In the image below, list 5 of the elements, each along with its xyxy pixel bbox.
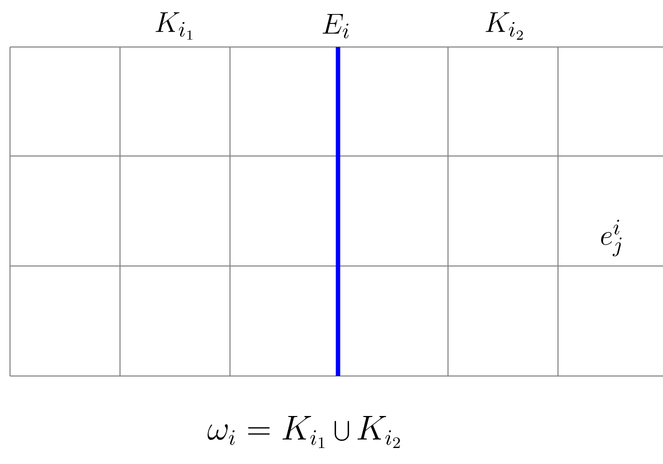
caption-formula: $\omega_i = K_{i_1} \bigcup K_{i_2}$ <box>208 416 400 448</box>
math-label: $K_{i_1}$ <box>156 12 192 40</box>
math-label: $e_j^i$ <box>601 220 622 256</box>
math-label: $E_i$ <box>322 14 349 38</box>
math-label: $K_{i_2}$ <box>486 12 523 40</box>
